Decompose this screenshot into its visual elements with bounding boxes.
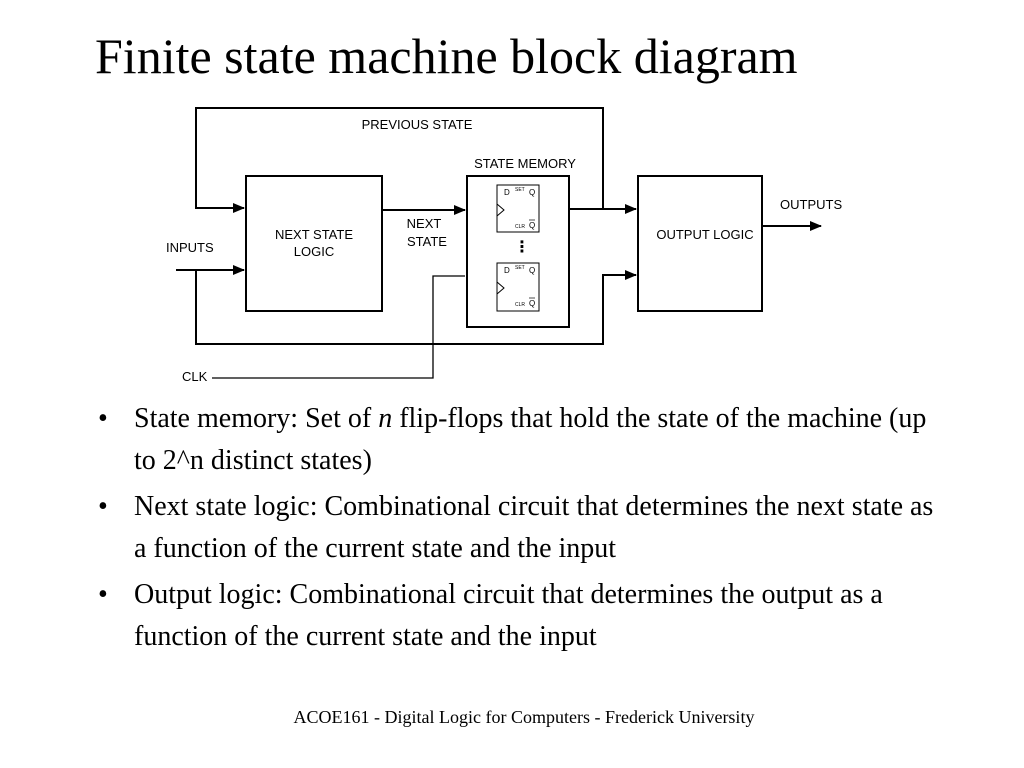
ff2-d-label: D: [504, 266, 510, 275]
state-memory-label: STATE MEMORY: [474, 156, 576, 171]
ff2-set-label: SET: [515, 265, 525, 271]
previous-state-label: PREVIOUS STATE: [362, 117, 473, 132]
bullet-dot: •: [98, 491, 108, 522]
output-logic-block: [637, 175, 763, 312]
ff1-q-label: Q: [529, 188, 535, 197]
ff2-q-label: Q: [529, 266, 535, 275]
next-state-logic-label-line2: LOGIC: [294, 244, 334, 259]
fsm-block-diagram: D Q Q SET CLR ⋮ D Q Q SET CLR PREVIOUS S…: [166, 107, 842, 384]
bullet-emphasis: n: [378, 403, 393, 434]
next-state-logic-label-line1: NEXT STATE: [275, 227, 353, 242]
outputs-label: OUTPUTS: [780, 197, 842, 212]
ff1-set-label: SET: [515, 187, 525, 193]
ff1-clr-label: CLR: [515, 224, 525, 230]
bullet-output-logic: • Output logic: Combinational circuit th…: [96, 574, 936, 658]
bullet-list: • State memory: Set of n flip-flops that…: [96, 398, 936, 662]
bullet-dot: •: [98, 579, 108, 610]
ff2-clr-label: CLR: [515, 302, 525, 308]
next-state-label-line1: NEXT: [407, 216, 442, 231]
slide-footer: ACOE161 - Digital Logic for Computers - …: [293, 707, 755, 727]
bullet-dot: •: [98, 403, 108, 434]
bullet-text: Next state logic: Combinational circuit …: [134, 491, 934, 564]
next-state-label-line2: STATE: [407, 234, 447, 249]
ff1-d-label: D: [504, 188, 510, 197]
bullet-text-after: flip-flops that hold the state of the ma…: [134, 403, 927, 476]
flip-flop-ellipsis: ⋮: [514, 239, 530, 256]
bullet-next-state-logic: • Next state logic: Combinational circui…: [96, 486, 936, 570]
next-state-logic-block: [245, 175, 383, 312]
bullet-state-memory: • State memory: Set of n flip-flops that…: [96, 398, 936, 482]
clk-wire: [212, 275, 465, 379]
bullet-text: State memory: Set of: [134, 403, 379, 434]
slide-title: Finite state machine block diagram: [95, 28, 798, 84]
flip-flop-1: D Q Q SET CLR: [496, 184, 540, 233]
ff2-qbar-label: Q: [529, 299, 535, 308]
output-logic-label: OUTPUT LOGIC: [656, 227, 753, 242]
bullet-text: Output logic: Combinational circuit that…: [134, 579, 883, 652]
inputs-label: INPUTS: [166, 240, 214, 255]
inputs-to-output-logic-wire: [195, 270, 637, 345]
ff1-qbar-label: Q: [529, 221, 535, 230]
previous-state-feedback-wire: [195, 107, 604, 213]
flip-flop-2: D Q Q SET CLR: [496, 262, 540, 312]
clk-label: CLK: [182, 369, 208, 384]
